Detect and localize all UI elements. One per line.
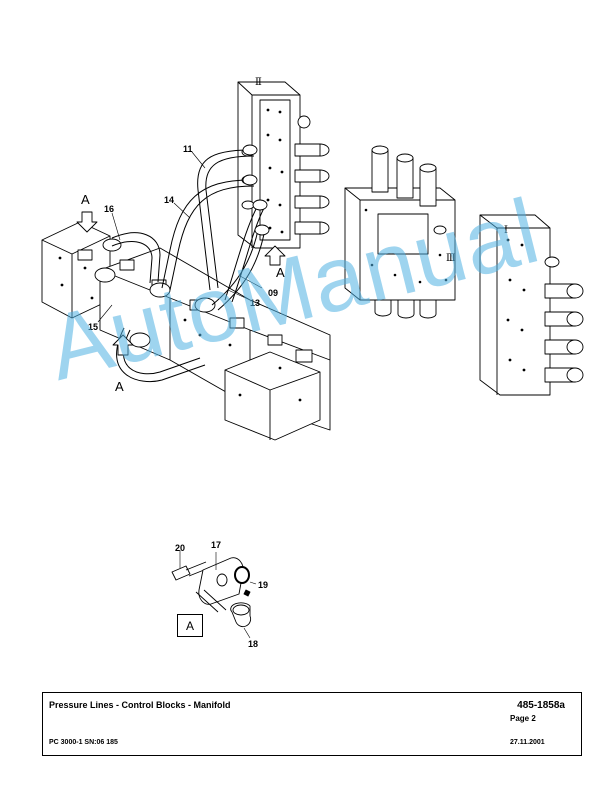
document-number: 485-1858a <box>517 700 565 711</box>
leader-lines <box>97 151 263 323</box>
detail-a-label: A <box>177 614 203 637</box>
callout-09: 09 <box>268 288 279 298</box>
callout-19: 19 <box>258 580 269 590</box>
callout-16: 16 <box>104 204 115 214</box>
view-arrow-a-right-label: A <box>276 265 285 280</box>
view-arrows <box>76 211 286 356</box>
control-block-ii <box>237 81 330 249</box>
block-iii-label: Ⅲ <box>446 253 456 264</box>
callout-13: 13 <box>250 298 261 308</box>
control-block-iii <box>344 145 456 319</box>
block-i-label: Ⅰ <box>504 225 508 236</box>
callout-11: 11 <box>183 144 193 154</box>
callout-14: 14 <box>164 195 175 205</box>
flange-set <box>94 238 216 348</box>
pipe-end-flanges-block-ii <box>242 144 270 236</box>
pressure-lines <box>111 149 265 383</box>
view-arrow-a-top-label: A <box>81 192 90 207</box>
callout-18: 18 <box>248 639 259 649</box>
document-date: 27.11.2001 <box>510 739 545 746</box>
block-ii-label: Ⅱ <box>255 77 262 88</box>
model-serial: PC 3000-1 SN:06 185 <box>49 739 118 746</box>
page-number: Page 2 <box>510 714 536 723</box>
control-block-i <box>479 214 584 396</box>
callout-20: 20 <box>175 543 186 553</box>
view-arrow-a-bottom-label: A <box>115 379 124 394</box>
detail-a-hardware <box>171 550 257 639</box>
title-block: Pressure Lines - Control Blocks - Manifo… <box>42 692 582 756</box>
document-title: Pressure Lines - Control Blocks - Manifo… <box>49 700 231 710</box>
callout-15: 15 <box>88 322 99 332</box>
callout-17: 17 <box>211 540 222 550</box>
